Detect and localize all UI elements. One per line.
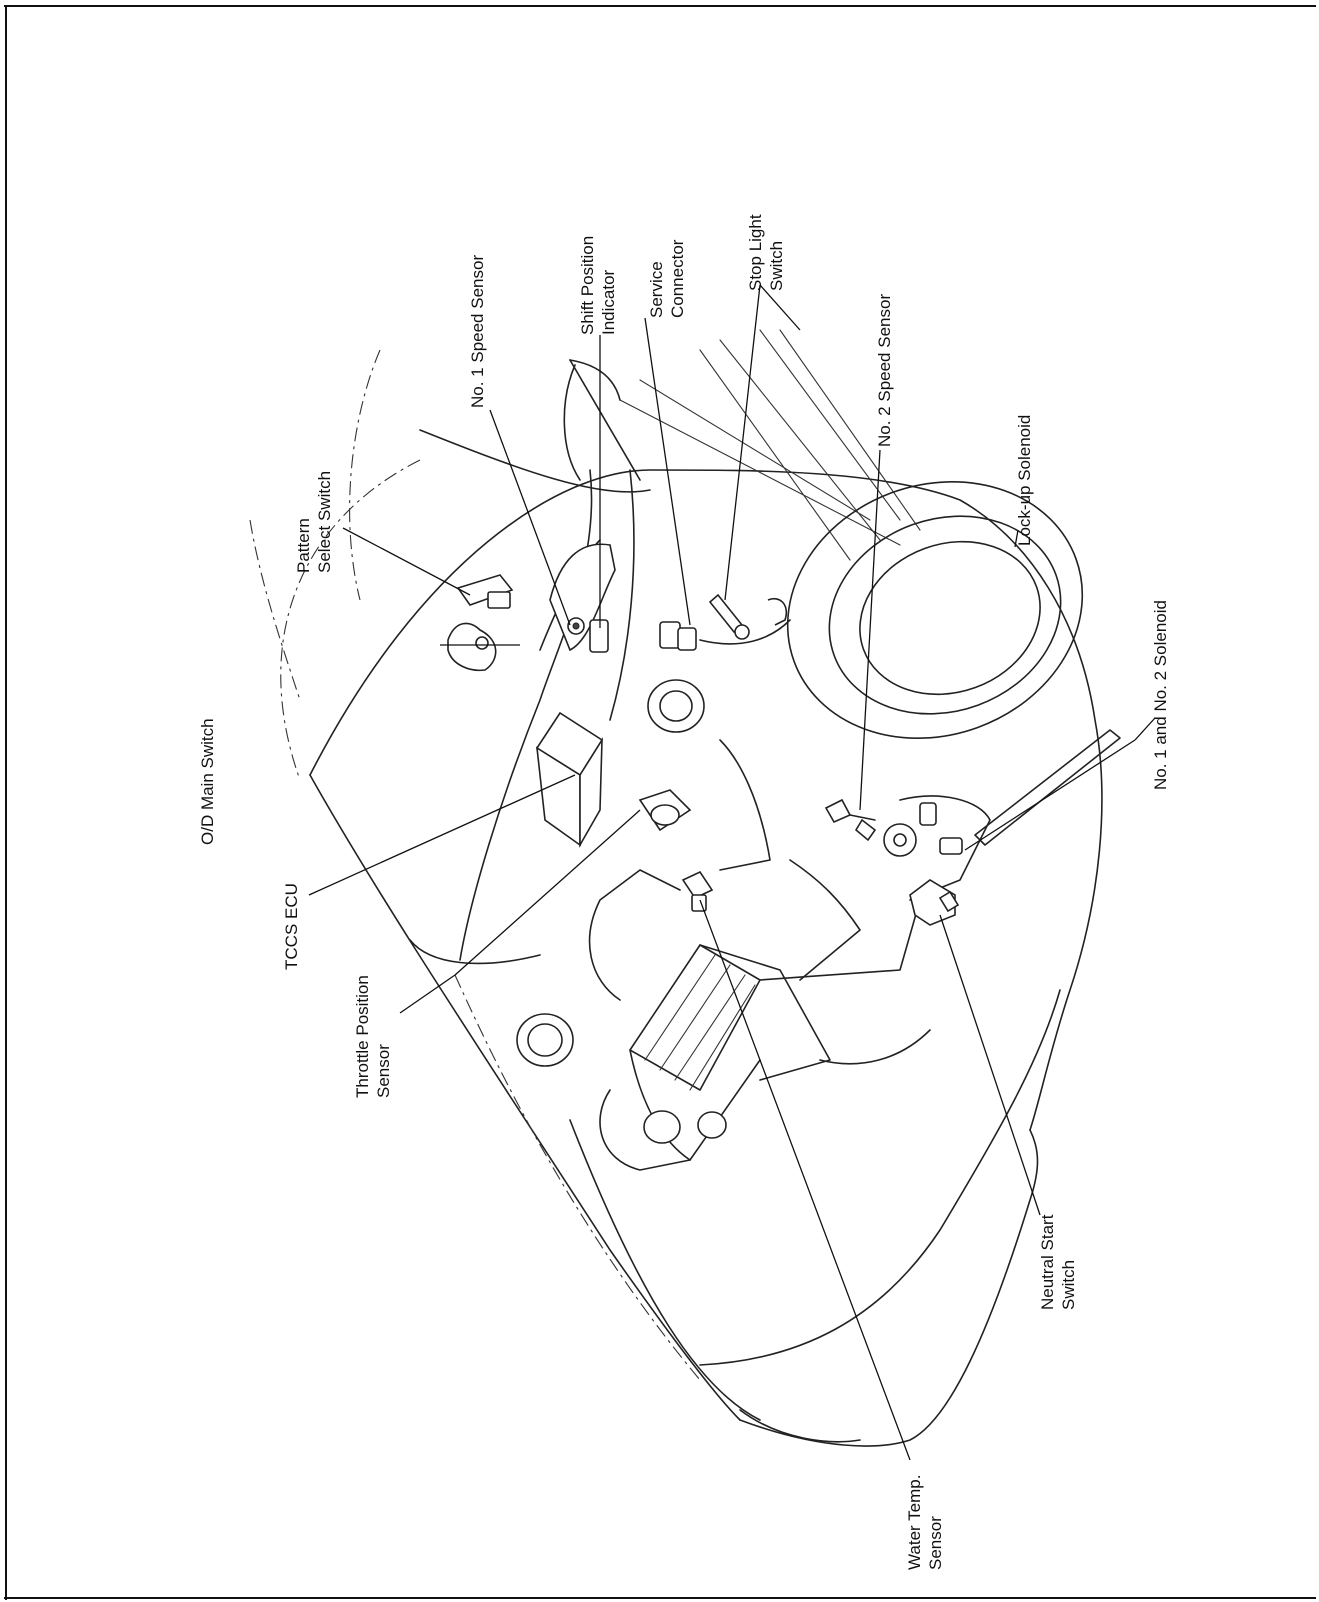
- label-throttle-line2: Sensor: [374, 1044, 393, 1098]
- label-pattern-select-line1: Pattern: [294, 518, 313, 573]
- label-no1-speed-sensor: No. 1 Speed Sensor: [468, 255, 487, 408]
- shift-position-indicator-part: [549, 543, 616, 653]
- labels: O/D Main Switch Pattern Select Switch No…: [198, 214, 1170, 1570]
- label-tccs-ecu: TCCS ECU: [282, 883, 301, 970]
- throttle-position-sensor-part: [638, 789, 692, 832]
- label-shift-position-line2: Indicator: [599, 269, 618, 335]
- components: [447, 543, 963, 926]
- label-water-temp-line2: Sensor: [926, 1516, 945, 1570]
- stop-light-switch-part: [699, 593, 791, 645]
- label-pattern-select-line2: Select Switch: [315, 471, 334, 573]
- label-stop-light-line2: Switch: [767, 241, 786, 291]
- label-shift-position-line1: Shift Position: [578, 236, 597, 335]
- label-service-connector-line2: Connector: [668, 239, 687, 318]
- label-no1-no2-solenoid: No. 1 and No. 2 Solenoid: [1151, 600, 1170, 790]
- label-neutral-start-line1: Neutral Start: [1038, 1214, 1057, 1310]
- label-water-temp-line1: Water Temp.: [905, 1475, 924, 1570]
- label-od-main-switch: O/D Main Switch: [198, 718, 217, 845]
- service-connector-part: [659, 621, 697, 651]
- label-no2-speed-sensor: No. 2 Speed Sensor: [875, 294, 894, 447]
- leader-lines: [308, 284, 1156, 1461]
- label-neutral-start-line2: Switch: [1059, 1260, 1078, 1310]
- no2-speed-sensor-part: [824, 798, 877, 842]
- tccs-ecu-part: [535, 711, 604, 849]
- label-stop-light-line1: Stop Light: [746, 214, 765, 291]
- label-service-connector-line1: Service: [647, 261, 666, 318]
- transmission-part: [883, 802, 963, 926]
- vehicle-drawing: [249, 329, 1121, 1447]
- label-throttle-line1: Throttle Position: [353, 975, 372, 1098]
- water-temp-sensor-part: [681, 870, 714, 912]
- label-lockup-solenoid: Lock-up Solenoid: [1015, 415, 1034, 546]
- pattern-select-switch-part: [456, 574, 514, 609]
- od-main-switch-part: [447, 622, 497, 672]
- page-frame: [4, 5, 1316, 1600]
